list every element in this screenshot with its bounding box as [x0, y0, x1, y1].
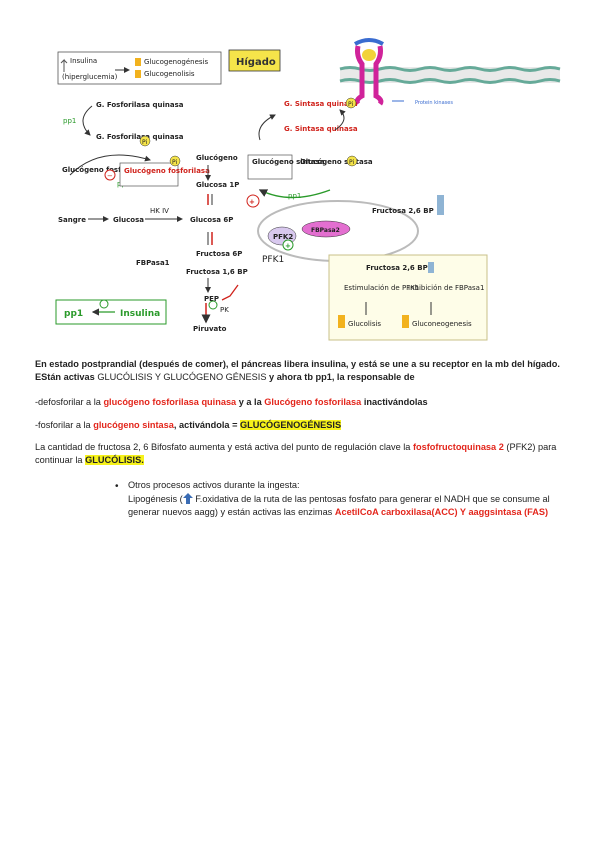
p2-a: -defosforilar a la — [35, 397, 104, 407]
glucosa-1p: Glucosa 1P — [196, 181, 239, 189]
paragraph-1: En estado postprandial (después de comer… — [35, 358, 565, 384]
g-fosforilasa-quinasa-top: G. Fosforilasa quinasa — [96, 101, 184, 109]
plus-sign-icon: + — [249, 198, 255, 206]
organ-label-box — [228, 49, 281, 72]
p4-d: GLUCÓLISIS. — [85, 455, 144, 465]
legend-insulin: Insulina — [70, 57, 97, 65]
box-title: Fructosa 2,6 BP — [366, 264, 428, 272]
p1-b: GLUCÓLISIS Y GLUCÓGENO GÉNESIS — [97, 372, 267, 382]
glucosa: Glucosa — [113, 216, 144, 224]
piruvato: Piruvato — [193, 325, 227, 333]
fructosa-6p: Fructosa 6P — [196, 250, 242, 258]
p3-c: , activándola = — [173, 420, 241, 430]
pfk1: PFK1 — [262, 255, 284, 265]
p4-b: fosfofructoquinasa 2 — [412, 442, 504, 452]
inhib-label: Inhibición de FBPasa1 — [408, 284, 484, 292]
legend-glycogenesis: Glucogenogénesis — [144, 58, 208, 66]
fbpasa2: FBPasa2 — [311, 227, 340, 234]
glucogeno-fosforilasa-boxed: Glucógeno fosforilasa — [124, 167, 210, 175]
glucogeno-center: Glucógeno — [196, 154, 238, 162]
p3-b: glucógeno sintasa — [93, 420, 174, 430]
insulina-box-right: Insulina — [120, 309, 160, 319]
legend-glycogenolysis: Glucogenolisis — [144, 70, 195, 78]
gluconeogenesis-label: Gluconeogenesis — [412, 320, 472, 328]
p4-c: (PFK2) para continuar la — [35, 442, 557, 465]
pi-1: Pi — [142, 139, 147, 146]
protein-kinase-label: Protein kinases — [415, 100, 453, 106]
bullet-1: Otros procesos activos durante la ingest… — [128, 479, 568, 492]
p1-c: y ahora tb pp1, la responsable de — [266, 372, 415, 382]
legend-box: Insulina (hiperglucemia) Glucogenogénesi… — [57, 51, 222, 85]
pp1-box-left: pp1 — [64, 309, 83, 319]
p3-d: GLUCÓGENOGÉNESIS — [240, 420, 342, 430]
estim-label: Estimulación de PFK1 — [344, 284, 419, 292]
glucosa-6p: Glucosa 6P — [190, 216, 233, 224]
pp1-left: pp1 — [63, 117, 76, 125]
glucogeno-sintasa-right: Glucógeno sintasa — [300, 158, 373, 166]
bullet-2c: AcetilCoA carboxilasa(ACC) Y aaggsintasa… — [334, 507, 549, 517]
pi-2: Pi — [172, 159, 177, 166]
glucogeno-sintasa-box: Glucógeno sintasa — [252, 158, 325, 166]
p2-d: Glucógeno fosforilasa — [264, 397, 362, 407]
pep: PEP — [204, 295, 219, 303]
p2-c: y a la — [236, 397, 265, 407]
bullet-2a: Lipogénesis ( — [128, 494, 183, 504]
metabolic-diagram: Insulina (hiperglucemia) Glucogenogénesi… — [0, 0, 599, 345]
bullet-1-text: Otros procesos activos durante la ingest… — [128, 480, 300, 490]
paragraph-3: -fosforilar a la glucógeno sintasa, acti… — [35, 419, 565, 432]
g-sintasa-quinasa-bottom: G. Sintasa quinasa — [284, 125, 358, 133]
pfk2: PFK2 — [273, 233, 293, 241]
hk-iv: HK IV — [150, 207, 169, 215]
pi-3: Pi — [349, 159, 354, 166]
fbpasa1: FBPasa1 — [136, 259, 170, 267]
organ-label: Hígado — [236, 56, 276, 68]
sangre: Sangre — [58, 216, 86, 224]
pp1-right: pp1 — [288, 192, 301, 200]
legend-hyper: (hiperglucemia) — [62, 73, 118, 81]
p2-e: inactivándolas — [361, 397, 428, 407]
glucolisis-label: Glucolisis — [348, 320, 381, 328]
pk: PK — [220, 306, 229, 314]
paragraph-4: La cantidad de fructosa 2, 6 Bifosfato a… — [35, 441, 565, 467]
p2-b: glucógeno fosforilasa quinasa — [103, 397, 237, 407]
fructosa-26bp: Fructosa 2,6 BP — [372, 207, 434, 215]
up-arrow-icon — [182, 493, 193, 504]
p3-a: -fosforilar a la — [35, 420, 94, 430]
insulin-receptor: Protein kinases — [339, 38, 561, 106]
p1-a: En estado postprandial (después de comer… — [35, 359, 560, 382]
paragraph-2: -defosforilar a la glucógeno fosforilasa… — [35, 396, 565, 409]
p4-a: La cantidad de fructosa 2, 6 Bifosfato a… — [35, 442, 413, 452]
bullet-icon: • — [115, 481, 119, 492]
plus-green-icon: + — [285, 242, 291, 250]
bullet-2b: F.oxidativa de la ruta de las pentosas f… — [128, 494, 550, 517]
pi-4: Pi — [348, 101, 353, 108]
fructosa-16bp: Fructosa 1,6 BP — [186, 268, 248, 276]
g-sintasa-quinasa-top: G. Sintasa quinasa — [284, 100, 358, 108]
glucogeno-fosforilasa-left: Glucógeno fosforilasa — [62, 166, 148, 174]
g-fosforilasa-quinasa-bottom: G. Fosforilasa quinasa — [96, 133, 184, 141]
bullet-2: Lipogénesis ( F.oxidativa de la ruta de … — [128, 493, 558, 519]
minus-sign-icon: − — [107, 172, 113, 180]
